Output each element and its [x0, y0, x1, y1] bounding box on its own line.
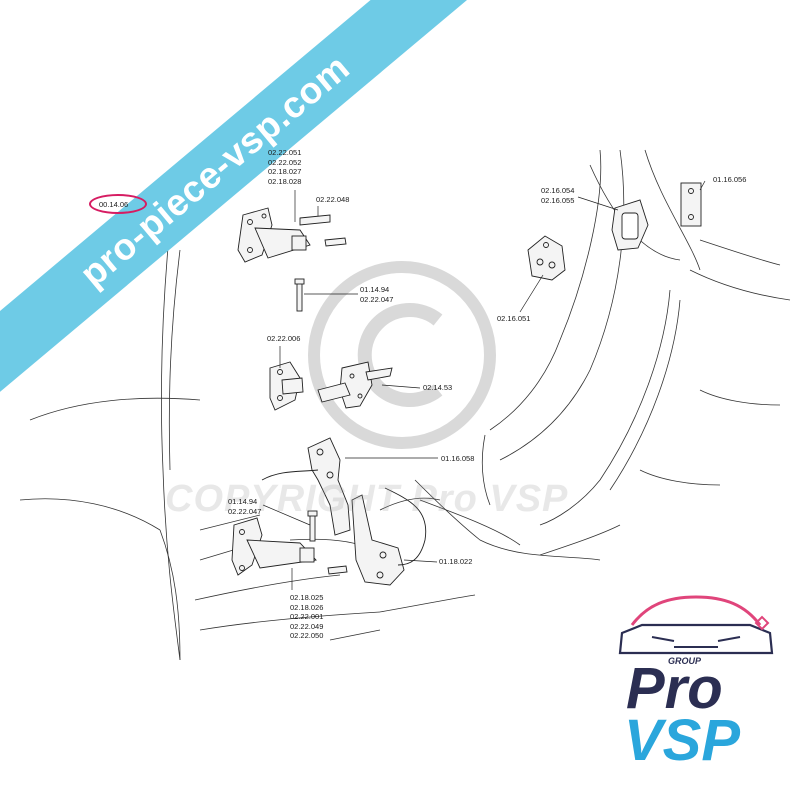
callout-upper-pin: 01.14.94 02.22.047 — [360, 285, 393, 304]
callout-code: 02.14.53 — [423, 383, 453, 392]
callout-code: 02.16.051 — [497, 314, 531, 323]
logo-group-text: GROUP — [668, 656, 702, 666]
vehicle-body-outline — [19, 149, 791, 661]
logo-vsp-text: VSP — [624, 708, 741, 773]
check-strap-part — [317, 361, 393, 409]
callout-code: 02.22.052 — [268, 157, 302, 167]
car-outline-icon — [618, 595, 774, 655]
callout-code: 01.16.056 — [713, 175, 747, 184]
callout-code: 02.22.048 — [316, 195, 350, 204]
lower-hinge-arm-part — [307, 437, 351, 536]
lower-pin-part — [307, 510, 318, 542]
callout-code: 02.22.049 — [290, 621, 324, 631]
callout-middle-bracket: 02.22.006 — [267, 334, 300, 344]
callout-code: 02.22.047 — [228, 506, 262, 516]
callout-code: 02.18.025 — [290, 593, 324, 602]
callout-lower-hinge-arm: 01.16.058 — [441, 454, 474, 464]
callout-code: 02.22.047 — [360, 294, 394, 304]
small-striker-part — [527, 235, 566, 281]
callout-check-strap: 02.14.53 — [423, 383, 452, 393]
logo-pro-text: Pro — [626, 656, 723, 721]
highlighted-callout-ring — [89, 194, 147, 214]
lower-lock-part — [351, 494, 405, 586]
callout-code: 02.22.001 — [290, 612, 324, 622]
copyright-circle-watermark — [308, 261, 496, 449]
callout-lower-pin: 01.14.94 02.22.047 — [228, 497, 261, 516]
copyright-watermark-text: COPYRIGHT Pro VSP — [165, 478, 569, 520]
callout-upper-bolt: 02.22.048 — [316, 195, 349, 205]
pro-vsp-logo: GROUP Pro VSP — [612, 585, 780, 785]
callout-code: 01.14.94 — [360, 285, 390, 294]
callout-striker-plate: 02.16.054 02.16.055 — [541, 186, 574, 205]
callout-code: 02.22.006 — [267, 334, 301, 343]
callout-lower-hinge: 02.18.025 02.18.026 02.22.001 02.22.049 … — [290, 593, 323, 641]
callout-code: 02.22.051 — [268, 148, 302, 157]
highlighted-callout-label: 00.14.06 — [99, 200, 129, 209]
callout-code: 01.18.022 — [439, 557, 473, 566]
callout-code: 02.18.026 — [290, 602, 324, 612]
callout-code: 02.22.050 — [290, 631, 324, 641]
callout-code: 01.16.058 — [441, 454, 475, 463]
striker-plate-part — [611, 199, 649, 251]
callout-block: 01.16.056 — [713, 175, 746, 185]
callout-code: 02.18.028 — [268, 176, 302, 186]
callout-small-striker: 02.16.051 — [497, 314, 530, 324]
cable-line — [261, 469, 427, 566]
callout-upper-hinge: 02.22.051 02.22.052 02.18.027 02.18.028 — [268, 148, 301, 186]
lower-hinge-part — [231, 517, 348, 576]
callout-code: 02.18.027 — [268, 167, 302, 177]
callout-code: 02.16.054 — [541, 186, 575, 195]
callout-lower-lock: 01.18.022 — [439, 557, 472, 567]
upper-pin-part — [294, 278, 305, 312]
middle-bracket-part — [269, 361, 304, 411]
upper-hinge-part — [237, 207, 347, 263]
block-part — [680, 182, 702, 227]
callout-code: 01.14.94 — [228, 497, 258, 506]
callout-code: 02.16.055 — [541, 195, 575, 205]
